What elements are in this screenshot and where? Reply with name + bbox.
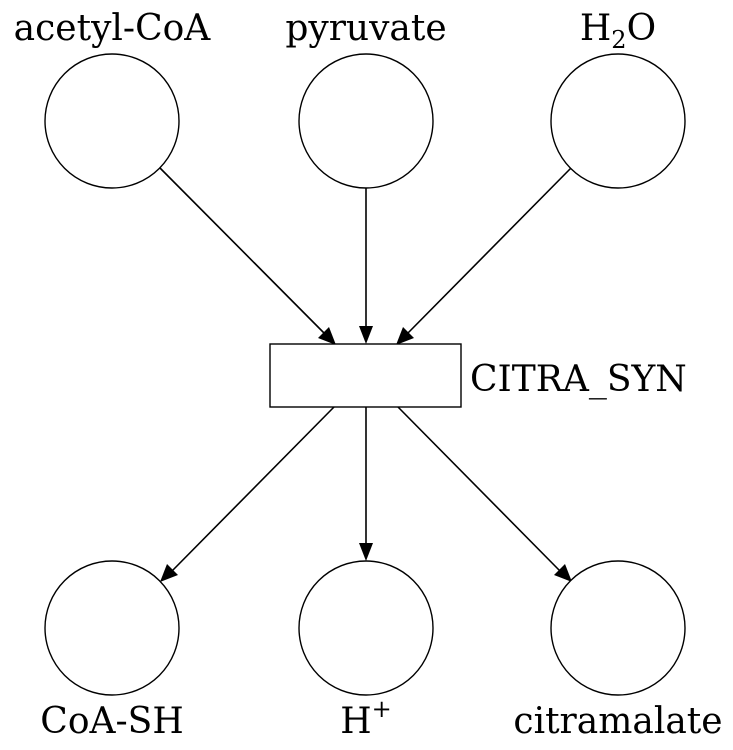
arc-acetyl-coa-to-reaction (159, 167, 327, 336)
place-acetyl-coa (44, 53, 180, 189)
arrowhead-water (396, 327, 414, 345)
output-label-h-plus: H+ (340, 695, 392, 742)
place-water (550, 53, 686, 189)
output-label-coa-sh: CoA-SH (40, 701, 183, 742)
arrowhead-acetyl-coa (318, 327, 336, 345)
arrowhead-h-plus (359, 543, 373, 561)
reaction-label: CITRA_SYN (470, 359, 687, 400)
place-coa-sh (44, 560, 180, 696)
reaction-box (269, 343, 462, 408)
arc-reaction-to-citramalate (397, 406, 561, 572)
output-label-citramalate: citramalate (513, 701, 722, 742)
place-h-plus (298, 560, 434, 696)
arrowhead-citramalate (554, 564, 572, 582)
input-label-pyruvate: pyruvate (285, 8, 446, 49)
arc-water-to-reaction (405, 167, 572, 336)
input-label-acetyl-coa: acetyl-CoA (14, 8, 212, 49)
input-label-water: H2O (580, 8, 656, 54)
place-citramalate (550, 560, 686, 696)
arrowhead-coa-sh (160, 564, 178, 582)
place-pyruvate (298, 53, 434, 189)
arrowhead-pyruvate (359, 326, 373, 344)
arc-reaction-to-coa-sh (171, 406, 335, 572)
